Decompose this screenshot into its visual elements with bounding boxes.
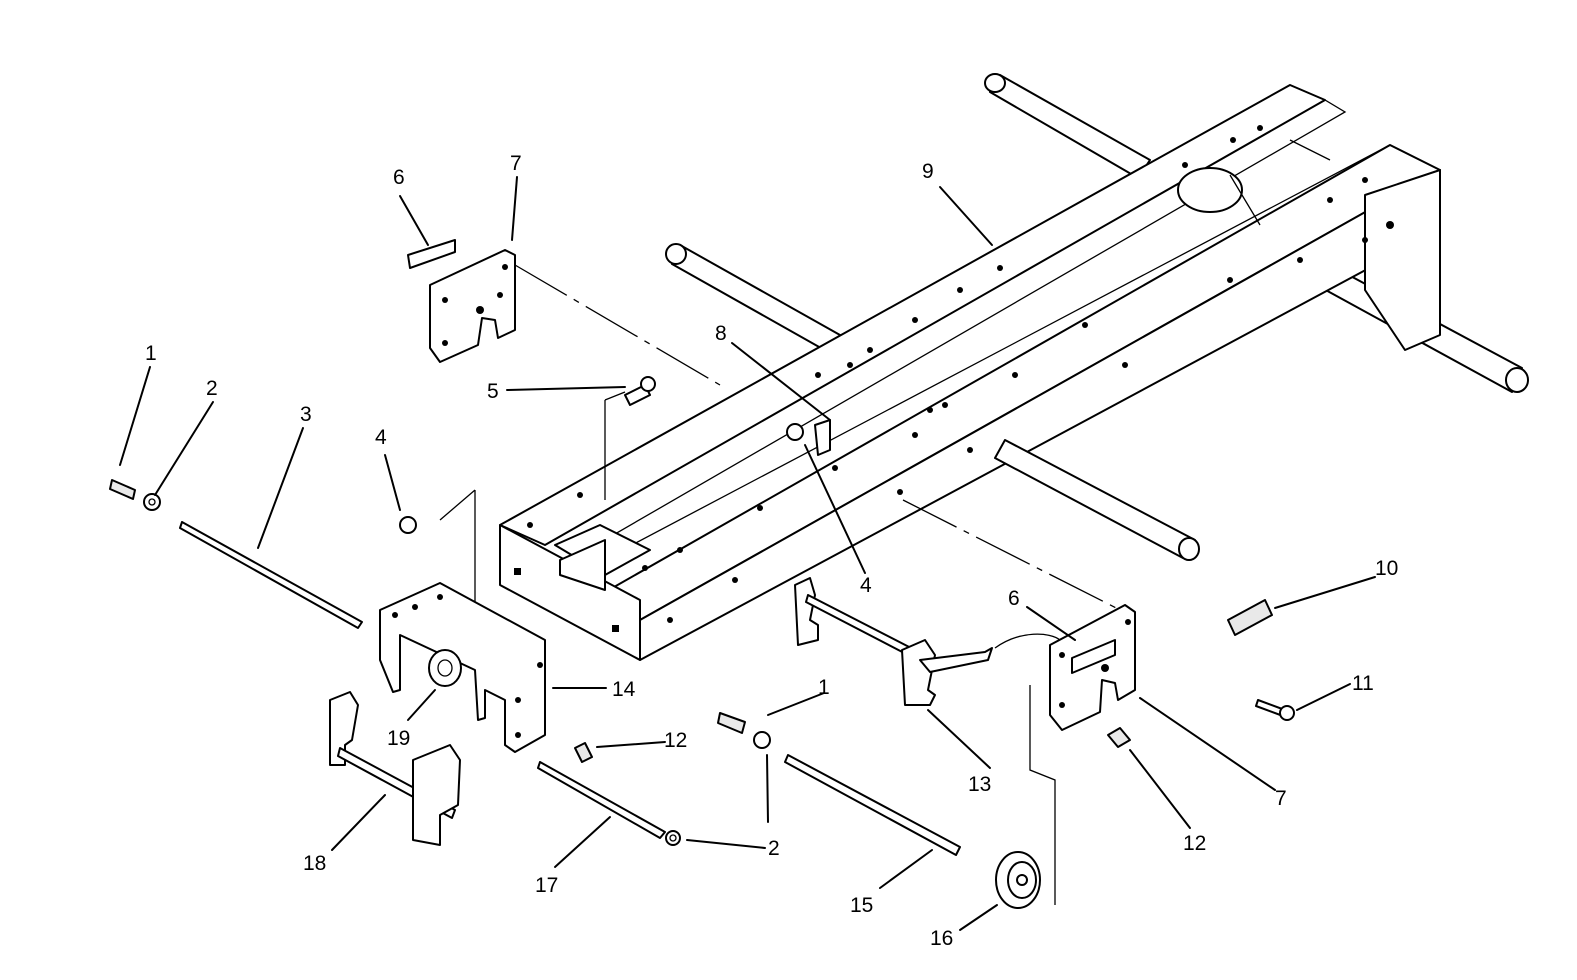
bushing-19 xyxy=(428,649,462,687)
u-bracket-14 xyxy=(379,582,546,753)
callout-12-right: 12 xyxy=(1183,832,1206,855)
callout-1-center: 1 xyxy=(818,676,830,699)
nut-2-center xyxy=(753,731,771,749)
callout-6-lower: 6 xyxy=(1008,587,1020,610)
callout-labels: 1 2 3 4 5 6 7 8 9 4 10 6 11 14 1 12 19 1… xyxy=(145,152,1398,950)
rear-end-plate xyxy=(1364,169,1441,351)
rear-axle-tube xyxy=(984,73,1151,179)
decal-6-lower xyxy=(1071,639,1116,674)
callout-17: 17 xyxy=(535,874,558,897)
bracket-8 xyxy=(814,419,831,456)
pulley-16 xyxy=(995,851,1041,909)
callout-5: 5 xyxy=(487,380,499,403)
decal-6-upper xyxy=(407,239,456,269)
adjuster-plate-lower xyxy=(1049,604,1136,731)
callout-7-upper: 7 xyxy=(510,152,522,175)
frame-assembly xyxy=(499,73,1529,661)
callout-3: 3 xyxy=(300,403,312,426)
spacer-10 xyxy=(1227,599,1273,636)
nut-2-lower xyxy=(665,830,681,846)
callout-6-upper: 6 xyxy=(393,166,405,189)
callout-10: 10 xyxy=(1375,557,1398,580)
rod-17 xyxy=(537,761,666,839)
nut-4-left xyxy=(399,516,417,534)
threaded-stud-1-left xyxy=(109,479,136,500)
callout-2-left: 2 xyxy=(206,377,218,400)
nut-2-left xyxy=(143,493,161,511)
callout-7-lower: 7 xyxy=(1275,787,1287,810)
callout-1-left: 1 xyxy=(145,342,157,365)
callout-4-left: 4 xyxy=(375,426,387,449)
right-rail-top xyxy=(599,144,1441,621)
callout-9: 9 xyxy=(922,160,934,183)
adjuster-plate-upper xyxy=(407,239,516,363)
callout-13: 13 xyxy=(968,773,991,796)
callout-8: 8 xyxy=(715,322,727,345)
callout-16: 16 xyxy=(930,927,953,950)
callout-14: 14 xyxy=(612,678,636,701)
hanger-18 xyxy=(329,691,461,846)
callout-11: 11 xyxy=(1352,672,1374,695)
front-axle-tube xyxy=(994,439,1200,561)
callout-15: 15 xyxy=(850,894,873,917)
left-axle-tube xyxy=(665,243,841,353)
callout-4-center: 4 xyxy=(860,574,872,597)
bolt-5 xyxy=(624,376,656,406)
nut-12-left xyxy=(574,742,593,763)
rod-15 xyxy=(784,754,961,856)
threaded-stud-1-center xyxy=(717,712,746,734)
bolt-11 xyxy=(1255,699,1295,721)
nut-4-upper xyxy=(786,419,831,456)
callout-2-lower: 2 xyxy=(768,837,780,860)
callout-18: 18 xyxy=(303,852,326,875)
leader-lines xyxy=(119,176,1376,931)
hanger-13 xyxy=(794,577,993,706)
nut-12-right xyxy=(1107,727,1131,748)
callout-19: 19 xyxy=(387,727,410,750)
rod-3 xyxy=(179,521,363,629)
callout-12-left: 12 xyxy=(664,729,687,752)
frame-pulley xyxy=(1177,167,1243,213)
